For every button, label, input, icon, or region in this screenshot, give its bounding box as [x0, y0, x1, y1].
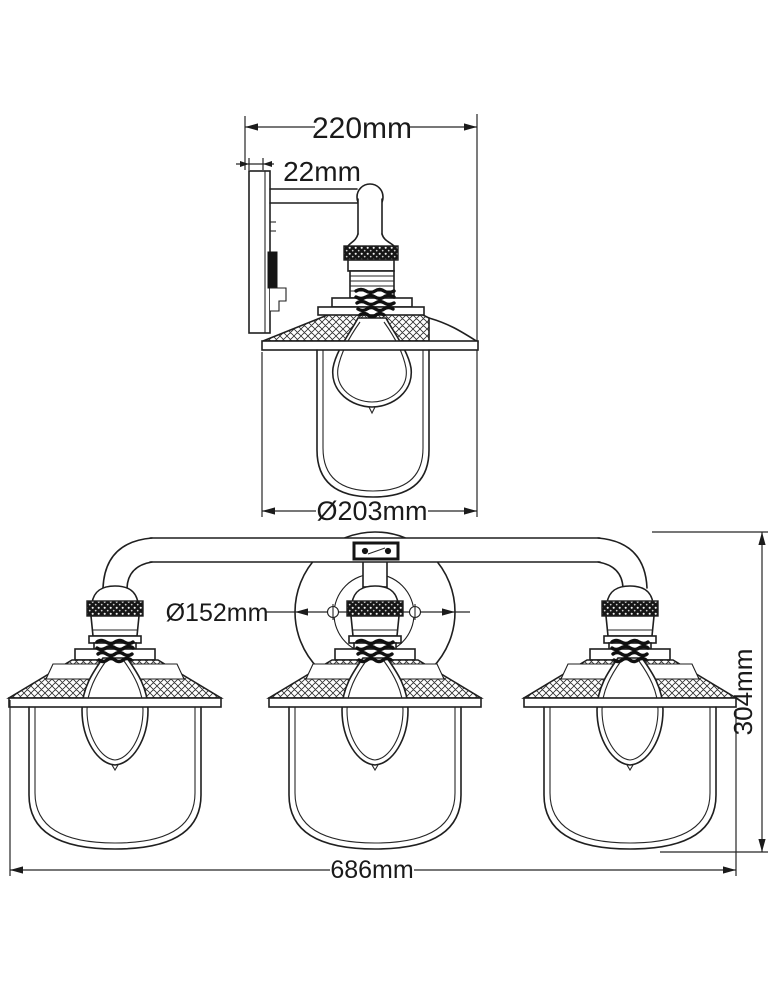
- left-arm-elbow: [102, 537, 153, 589]
- shade-side: [261, 287, 479, 498]
- dim-label-22mm: 22mm: [283, 156, 361, 187]
- dimension-backplate-diameter: Ø152mm: [166, 599, 470, 627]
- thumbscrews: [326, 604, 422, 620]
- mounting-bracket: [352, 541, 400, 561]
- side-view: 220mm 22mm: [236, 112, 479, 526]
- dimension-backplate-depth: 22mm: [236, 156, 361, 187]
- glass-dome-side: [316, 349, 430, 498]
- dimension-arm-projection: 220mm: [244, 112, 478, 517]
- dim-label-686mm: 686mm: [330, 856, 413, 884]
- front-view: Ø152mm 686mm 3: [7, 531, 768, 884]
- lamp-right: [522, 584, 738, 851]
- center-stem: [362, 558, 388, 588]
- dim-label-203mm: Ø203mm: [316, 496, 427, 526]
- wall-plate: [248, 170, 287, 334]
- dimension-overall-width: 686mm: [9, 700, 737, 884]
- right-arm-elbow: [597, 537, 648, 589]
- dimension-shade-diameter: Ø203mm: [261, 352, 477, 526]
- dimension-overall-height: 304mm: [652, 531, 768, 853]
- lamp-socket-side: [343, 233, 399, 299]
- bulb-thread-side: [354, 287, 396, 319]
- dim-label-220mm: 220mm: [312, 112, 412, 145]
- shade-rim-side: [261, 340, 479, 351]
- dim-label-304mm: 304mm: [728, 649, 758, 736]
- arm: [269, 183, 384, 235]
- dim-label-152mm: Ø152mm: [166, 599, 269, 627]
